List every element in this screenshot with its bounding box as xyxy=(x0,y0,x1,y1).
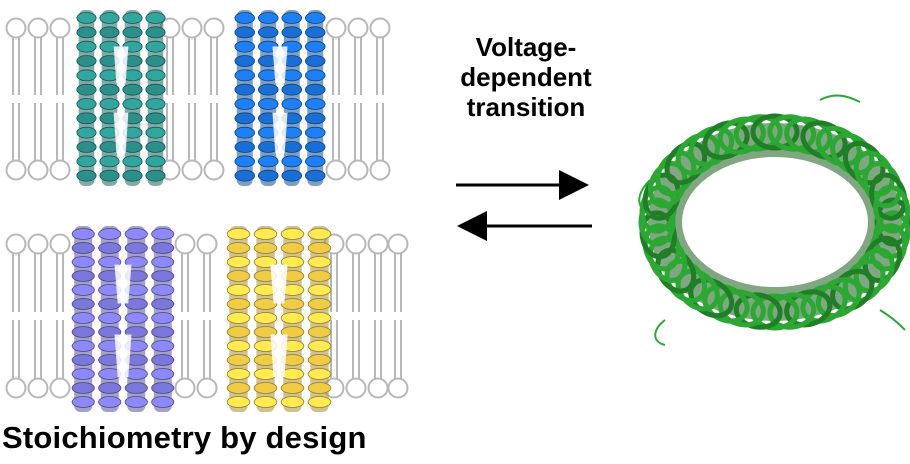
lipid xyxy=(323,233,345,399)
coil xyxy=(733,292,783,330)
coil xyxy=(733,114,783,152)
lipid xyxy=(203,17,225,181)
pore-ring xyxy=(638,94,910,346)
lipid xyxy=(5,17,27,181)
coil xyxy=(717,116,766,155)
transition-label-line1: Voltage- xyxy=(475,32,577,62)
transition-label: Voltage- dependent transition xyxy=(414,32,638,122)
caption: Stoichiometry by design xyxy=(2,420,367,455)
lipid xyxy=(49,233,71,399)
lipid xyxy=(159,17,181,181)
helix-bundle-teal xyxy=(76,10,166,186)
transition-label-line2: dependent xyxy=(460,62,592,92)
coil xyxy=(800,284,848,324)
lipid xyxy=(345,233,367,399)
coil xyxy=(702,284,750,324)
transition-label-line3: transition xyxy=(466,92,586,122)
coil xyxy=(750,293,800,331)
membrane-top xyxy=(5,17,391,181)
membrane-bottom xyxy=(5,233,409,399)
coil xyxy=(639,210,677,260)
helix-bundle-periwinkle xyxy=(71,226,175,412)
coil xyxy=(784,116,833,155)
coil xyxy=(702,120,750,160)
lipid xyxy=(174,233,196,399)
lipid xyxy=(325,17,347,181)
coil xyxy=(750,113,800,151)
lipid xyxy=(27,17,49,181)
lipid xyxy=(387,233,409,399)
lipid xyxy=(369,17,391,181)
lipid xyxy=(49,17,71,181)
coil xyxy=(873,184,910,234)
lipid xyxy=(367,233,389,399)
coil xyxy=(767,292,817,330)
lipid xyxy=(181,17,203,181)
lipid xyxy=(5,233,27,399)
helix-bundle-yellow xyxy=(226,226,332,412)
coil xyxy=(800,120,848,160)
coil xyxy=(784,289,833,328)
lipid xyxy=(27,233,49,399)
coil xyxy=(717,289,766,328)
lipid xyxy=(347,17,369,181)
coil xyxy=(767,114,817,152)
protein-layer xyxy=(71,10,332,412)
helix-bundle-blue xyxy=(234,10,326,186)
lipid xyxy=(196,233,218,399)
